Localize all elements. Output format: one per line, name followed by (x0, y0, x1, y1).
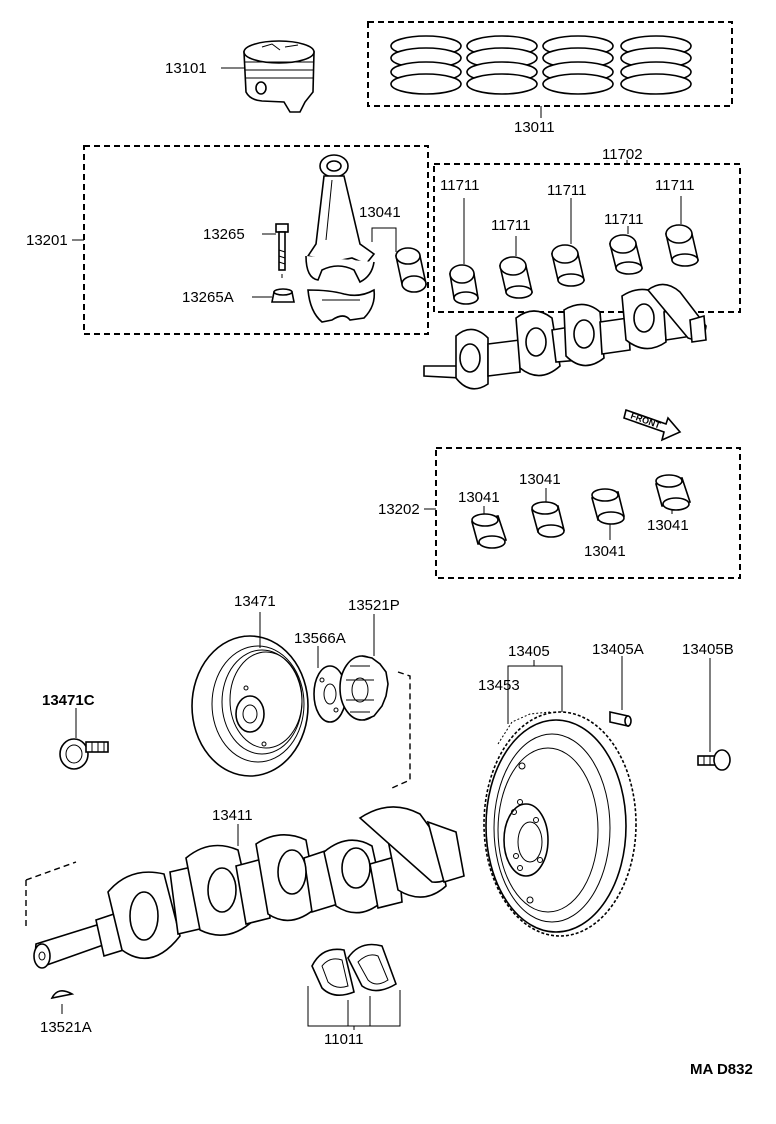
label-rod-assy: 13201 (26, 232, 68, 249)
label-crankshaft: 13411 (212, 807, 253, 824)
label-rod-bearing-2: 13041 (519, 471, 561, 488)
label-rod-nut: 13265A (182, 289, 234, 306)
label-flywheel: 13405 (508, 643, 550, 660)
thrust-washer-illustration (311, 943, 397, 996)
label-plate: 13566A (294, 630, 346, 647)
label-rod-bearing-upper: 13041 (359, 204, 401, 221)
label-key: 13521A (40, 1019, 92, 1036)
label-ring-gear: 13453 (478, 677, 520, 694)
main-bearing-2 (498, 256, 534, 299)
piston-ring-set (390, 35, 692, 95)
diagram-code: MA D832 (690, 1061, 753, 1078)
rod-bolt-illustration (275, 223, 289, 278)
label-main-bearing-d: 11711 (604, 211, 644, 228)
label-timing-gear: 13521P (348, 597, 400, 614)
timing-gear-illustration (339, 655, 389, 721)
main-bearing-3 (550, 244, 586, 287)
label-rod-bolt: 13265 (203, 226, 245, 243)
ring-group-1 (390, 35, 462, 95)
rod-bearing-upper-illustration (395, 247, 427, 293)
crankshaft-upper-illustration (423, 283, 707, 390)
main-bearing-1 (449, 264, 479, 305)
flywheel-pin-illustration (609, 711, 632, 727)
front-direction-arrow: FRONT (623, 408, 682, 442)
piston-illustration (243, 40, 315, 113)
label-pulley-bolt: 13471C (42, 692, 95, 709)
ring-group-4 (620, 35, 692, 95)
label-main-bearing-c: 11711 (547, 182, 587, 199)
flywheel-bolt-illustration (697, 749, 731, 771)
label-rod-bearing-1: 13041 (458, 489, 500, 506)
label-rod-bearing-set: 13202 (378, 501, 420, 518)
label-main-bearing-set: 11702 (602, 146, 643, 163)
rod-bearing-1 (471, 513, 508, 549)
label-flywheel-bolt: 13405B (682, 641, 734, 658)
label-front: FRONT (629, 410, 662, 430)
label-flywheel-pin: 13405A (592, 641, 644, 658)
label-rod-bearing-3: 13041 (584, 543, 626, 560)
label-main-bearing-a: 11711 (440, 177, 480, 194)
label-piston: 13101 (165, 60, 207, 77)
ring-group-3 (542, 35, 614, 95)
main-bearing-4 (608, 234, 644, 275)
label-pulley: 13471 (234, 593, 276, 610)
label-main-bearing-b: 11711 (491, 217, 531, 234)
connecting-rod-illustration (305, 154, 376, 323)
crank-key-illustration (50, 990, 75, 1000)
crank-pulley-illustration (191, 635, 309, 777)
rod-bearing-3 (591, 488, 625, 525)
pulley-bolt-illustration (59, 738, 109, 770)
flywheel-illustration (483, 711, 637, 937)
label-main-bearing-e: 11711 (655, 177, 695, 194)
ring-group-2 (466, 35, 538, 95)
label-ring-set: 13011 (514, 119, 555, 136)
rod-nut-illustration (271, 288, 295, 303)
rod-bearing-4 (655, 474, 692, 511)
label-rod-bearing-4: 13041 (647, 517, 689, 534)
label-thrust-washer: 11011 (324, 1031, 364, 1048)
rod-bearing-2 (530, 501, 566, 538)
main-bearing-5 (664, 224, 700, 267)
crankshaft-illustration (33, 806, 465, 969)
